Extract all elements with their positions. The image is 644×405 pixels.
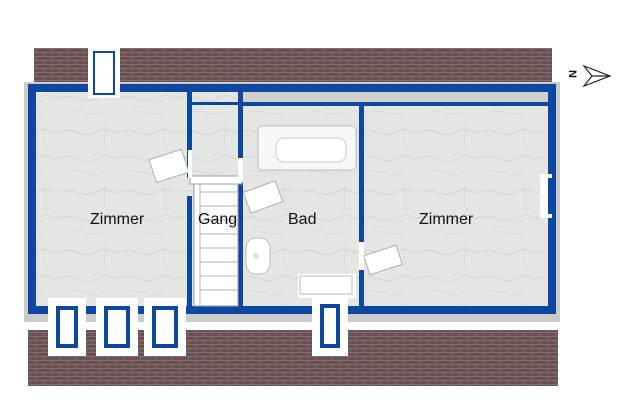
- doors: [148, 148, 403, 276]
- compass-north-label: N: [565, 70, 578, 78]
- bathtub: [257, 125, 357, 171]
- interior-walls: [187, 92, 548, 308]
- staircase: [189, 175, 243, 307]
- side-window-right: [540, 174, 552, 218]
- chimney: [88, 46, 120, 98]
- roof-top: [34, 48, 552, 86]
- bath-counter: [299, 275, 353, 295]
- wall-recess: [243, 92, 548, 102]
- floor: [34, 92, 550, 310]
- sink: [245, 237, 271, 275]
- compass-icon: [582, 64, 612, 88]
